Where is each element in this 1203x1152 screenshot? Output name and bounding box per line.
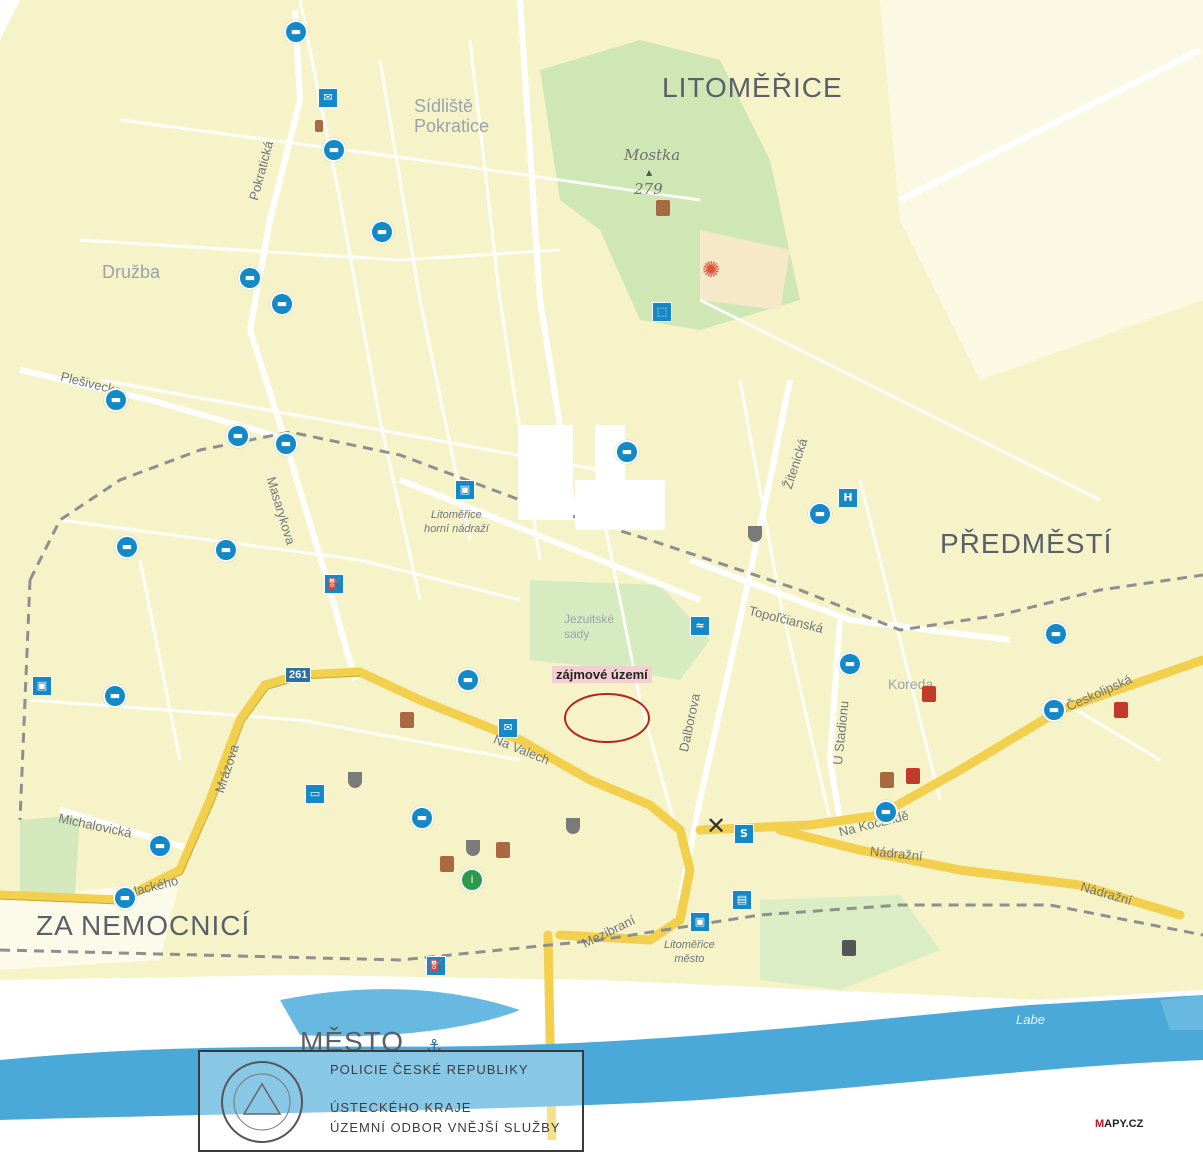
church-icon[interactable] bbox=[440, 856, 454, 872]
atm-icon[interactable]: ▤ bbox=[732, 890, 752, 910]
railway-lines bbox=[0, 430, 1203, 962]
quarter-jezuitske-sady: Jezuitské sady bbox=[564, 612, 615, 641]
peak-name: Mostka bbox=[624, 146, 681, 164]
bus-stop-icon[interactable]: ▬ bbox=[103, 684, 127, 708]
bus-stop-icon[interactable]: ▬ bbox=[115, 535, 139, 559]
district-za-nemocnici: ZA NEMOCNICÍ bbox=[36, 910, 251, 941]
lookout-tower-icon[interactable] bbox=[656, 200, 670, 216]
official-stamp: POLICIE ČESKÉ REPUBLIKY ÚSTECKÉHO KRAJE … bbox=[198, 1050, 584, 1152]
viewpoint-icon[interactable]: ✺ bbox=[702, 258, 721, 283]
castle-icon[interactable] bbox=[880, 772, 894, 788]
bus-stop-icon[interactable]: ▬ bbox=[113, 886, 137, 910]
bus-stop-icon[interactable]: ▬ bbox=[238, 266, 262, 290]
stamp-seal-icon bbox=[221, 1061, 303, 1143]
bus-stop-icon[interactable]: ▬ bbox=[838, 652, 862, 676]
police-shield-icon[interactable] bbox=[466, 840, 480, 856]
bus-stop-icon[interactable]: ▬ bbox=[1042, 698, 1066, 722]
train-station-icon[interactable]: ▣ bbox=[690, 912, 710, 932]
bus-stop-icon[interactable]: ▬ bbox=[1044, 622, 1068, 646]
stamp-line-3: ÚZEMNÍ ODBOR VNĚJŠÍ SLUŽBY bbox=[330, 1120, 561, 1135]
bus-stop-icon[interactable]: ▬ bbox=[456, 668, 480, 692]
quarter-druzba: Družba bbox=[102, 262, 161, 282]
bus-stop-icon[interactable]: ▬ bbox=[226, 424, 250, 448]
interest-area-circle[interactable] bbox=[564, 693, 650, 743]
restaurant-icon[interactable] bbox=[906, 768, 920, 784]
info-icon[interactable]: i bbox=[460, 868, 484, 892]
bus-stop-icon[interactable]: ▬ bbox=[270, 292, 294, 316]
mapy-cz-logo[interactable]: MAPY.CZ bbox=[1095, 1118, 1143, 1130]
police-shield-icon[interactable] bbox=[566, 818, 580, 834]
interest-area-label: zájmové území bbox=[552, 666, 652, 683]
bus-stop-icon[interactable]: ▬ bbox=[104, 388, 128, 412]
cinema-icon[interactable] bbox=[842, 940, 856, 956]
river-label-labe: Labe bbox=[1016, 1012, 1045, 1027]
monument-icon[interactable] bbox=[1114, 702, 1128, 718]
shop-icon[interactable] bbox=[922, 686, 936, 702]
train-station-icon[interactable]: ▣ bbox=[455, 480, 475, 500]
brand-rest: APY.CZ bbox=[1104, 1118, 1144, 1130]
district-litomerice: LITOMĚŘICE bbox=[662, 72, 843, 103]
mail-icon[interactable]: ✉ bbox=[498, 718, 518, 738]
bus-stop-icon[interactable]: ▬ bbox=[615, 440, 639, 464]
bus-stop-icon[interactable]: ▬ bbox=[148, 834, 172, 858]
bus-stop-icon[interactable]: ▬ bbox=[370, 220, 394, 244]
station-horni-nadrazi-label: Litoměřice horní nádraží bbox=[424, 509, 489, 535]
bus-stop-icon[interactable]: ▬ bbox=[874, 800, 898, 824]
police-shield-icon[interactable] bbox=[348, 772, 362, 788]
peak-elevation: 279 bbox=[634, 180, 663, 198]
open-field-area bbox=[880, 0, 1203, 380]
parking-icon[interactable]: ⬚ bbox=[652, 302, 672, 322]
bus-stop-icon[interactable]: ▬ bbox=[808, 502, 832, 526]
hospital-icon[interactable]: H bbox=[838, 488, 858, 508]
quarter-sidliste-pokratice: Sídliště Pokratice bbox=[414, 96, 490, 136]
quarter-koreda: Koreda bbox=[888, 676, 934, 692]
swimming-pool-icon[interactable]: ≈ bbox=[690, 616, 710, 636]
bus-stop-icon[interactable]: ▬ bbox=[410, 806, 434, 830]
station-mesto-label: Litoměřice město bbox=[664, 939, 715, 965]
stamp-line-2: ÚSTECKÉHO KRAJE bbox=[330, 1100, 472, 1115]
jezuitske-sady-park bbox=[530, 580, 710, 680]
bus-stop-icon[interactable]: ▬ bbox=[322, 138, 346, 162]
stamp-line-1: POLICIE ČESKÉ REPUBLIKY bbox=[330, 1062, 529, 1077]
fuel-icon[interactable]: ⛽ bbox=[426, 956, 446, 976]
road-number-shield: 261 bbox=[285, 667, 312, 683]
bus-stop-icon[interactable]: ▬ bbox=[214, 538, 238, 562]
church-icon[interactable] bbox=[400, 712, 414, 728]
summit-triangle-icon: ▲ bbox=[646, 168, 653, 177]
hotel-icon[interactable]: ▭ bbox=[305, 784, 325, 804]
fuel-icon[interactable]: ⛽ bbox=[324, 574, 344, 594]
museum-icon[interactable] bbox=[496, 842, 510, 858]
bus-stop-icon[interactable]: ▬ bbox=[274, 432, 298, 456]
police-shield-icon[interactable] bbox=[748, 526, 762, 542]
brand-prefix: M bbox=[1095, 1118, 1105, 1130]
bus-stop-icon[interactable]: ▬ bbox=[284, 20, 308, 44]
district-predmesti: PŘEDMĚSTÍ bbox=[940, 528, 1113, 559]
crossroads-icon[interactable]: ✕ bbox=[706, 812, 727, 840]
train-station-icon[interactable]: ▣ bbox=[32, 676, 52, 696]
person-icon[interactable] bbox=[315, 120, 323, 132]
mail-icon[interactable]: ✉ bbox=[318, 88, 338, 108]
bus-station-icon[interactable]: S bbox=[734, 824, 754, 844]
